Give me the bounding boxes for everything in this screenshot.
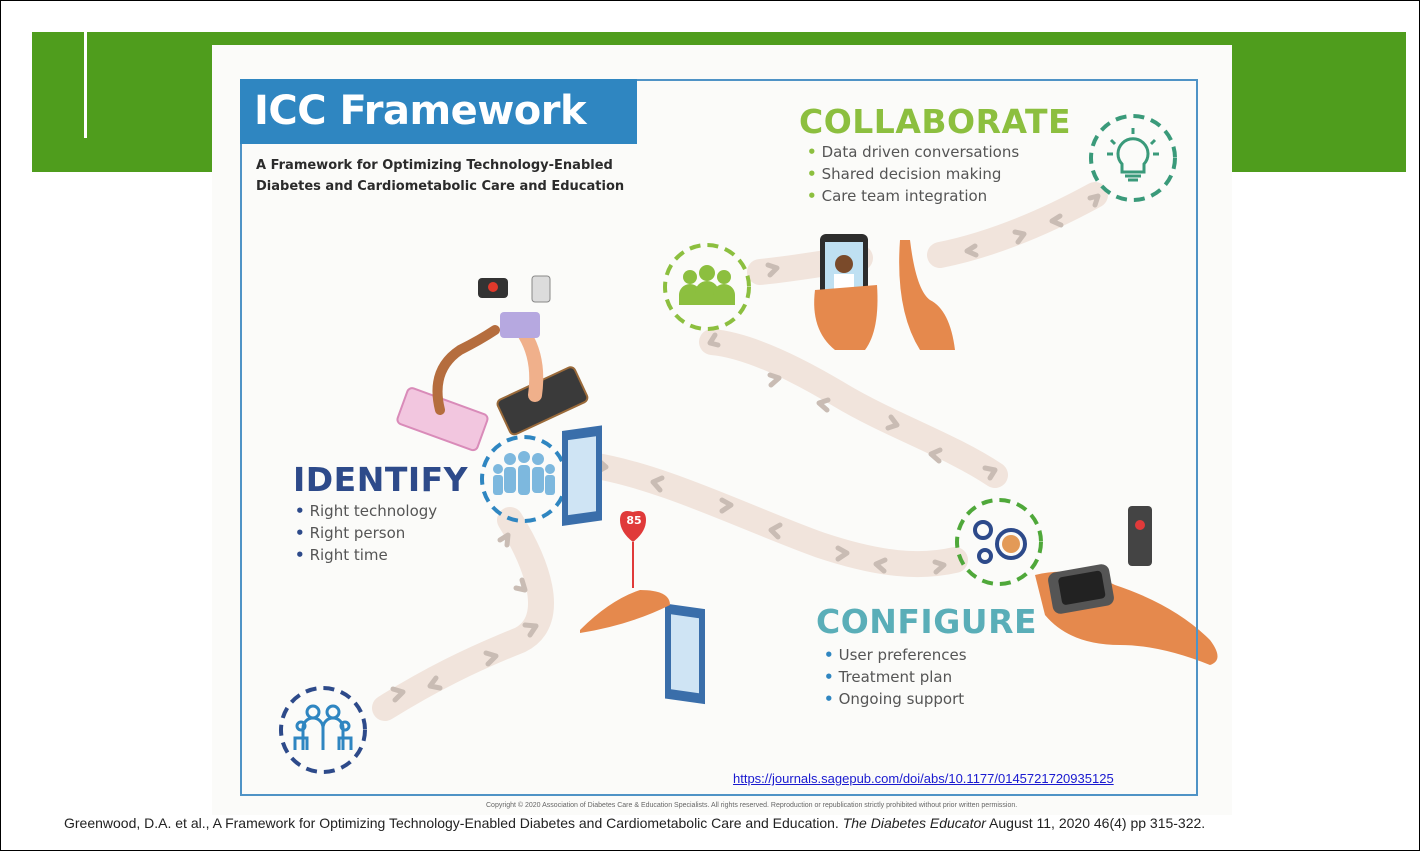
- identify-heading: IDENTIFY: [293, 460, 469, 499]
- bullet-text: Care team integration: [821, 187, 988, 205]
- article-link[interactable]: https://journals.sagepub.com/doi/abs/10.…: [733, 771, 1114, 786]
- figure-border: [240, 79, 1198, 796]
- bullet-text: Shared decision making: [821, 165, 1002, 183]
- bullet-text: Ongoing support: [838, 690, 965, 708]
- heart-rate-tablet-icon: [562, 425, 705, 705]
- subtitle-line-2: Diabetes and Cardiometabolic Care and Ed…: [256, 179, 625, 194]
- citation-details: August 11, 2020 46(4) pp 315-322.: [989, 815, 1206, 831]
- framework-subtitle: A Framework for Optimizing Technology-En…: [256, 155, 656, 197]
- collaborate-heading: COLLABORATE: [799, 102, 1072, 141]
- family-icon: [279, 686, 367, 774]
- bullet-text: Treatment plan: [838, 668, 953, 686]
- list-item: •Ongoing support: [824, 690, 965, 708]
- collaborate-bullets: •Data driven conversations •Shared decis…: [807, 141, 1019, 207]
- bullet-text: Data driven conversations: [821, 143, 1020, 161]
- citation-authors: Greenwood, D.A. et al., A Framework for …: [64, 815, 839, 831]
- smartwatch-hand-icon: [1035, 506, 1218, 665]
- subtitle-line-1: A Framework for Optimizing Technology-En…: [256, 158, 613, 173]
- configure-bullets: •User preferences •Treatment plan •Ongoi…: [824, 644, 967, 710]
- team-icon: [663, 243, 751, 331]
- list-item: •Data driven conversations: [807, 143, 1020, 161]
- list-item: •Shared decision making: [807, 165, 1002, 183]
- list-item: •Treatment plan: [824, 668, 953, 686]
- glucose-meter-icon: [396, 275, 589, 452]
- heart-rate-value: 85: [626, 514, 642, 527]
- citation-journal: The Diabetes Educator: [842, 815, 986, 831]
- configure-heading: CONFIGURE: [816, 602, 1038, 641]
- path-arrows: [390, 193, 1101, 703]
- list-item: •Right technology: [295, 502, 438, 520]
- identify-bullets: •Right technology •Right person •Right t…: [295, 500, 437, 566]
- smartphone-hands-icon: [814, 234, 955, 350]
- list-item: •User preferences: [824, 646, 967, 664]
- gears-brain-icon: [955, 498, 1043, 586]
- figure-panel: [212, 45, 1232, 815]
- framework-title: ICC Framework: [240, 79, 637, 144]
- bullet-text: User preferences: [838, 646, 967, 664]
- lightbulb-icon: [1089, 114, 1177, 202]
- citation: Greenwood, D.A. et al., A Framework for …: [64, 815, 1205, 831]
- header-accent-line: [84, 32, 87, 138]
- bullet-text: Right person: [309, 524, 406, 542]
- list-item: •Right time: [295, 546, 388, 564]
- copyright-notice: Copyright © 2020 Association of Diabetes…: [486, 802, 1018, 809]
- list-item: •Right person: [295, 524, 406, 542]
- list-item: •Care team integration: [807, 187, 988, 205]
- path-ribbon: [372, 182, 1108, 721]
- bullet-text: Right technology: [309, 502, 438, 520]
- bullet-text: Right time: [309, 546, 388, 564]
